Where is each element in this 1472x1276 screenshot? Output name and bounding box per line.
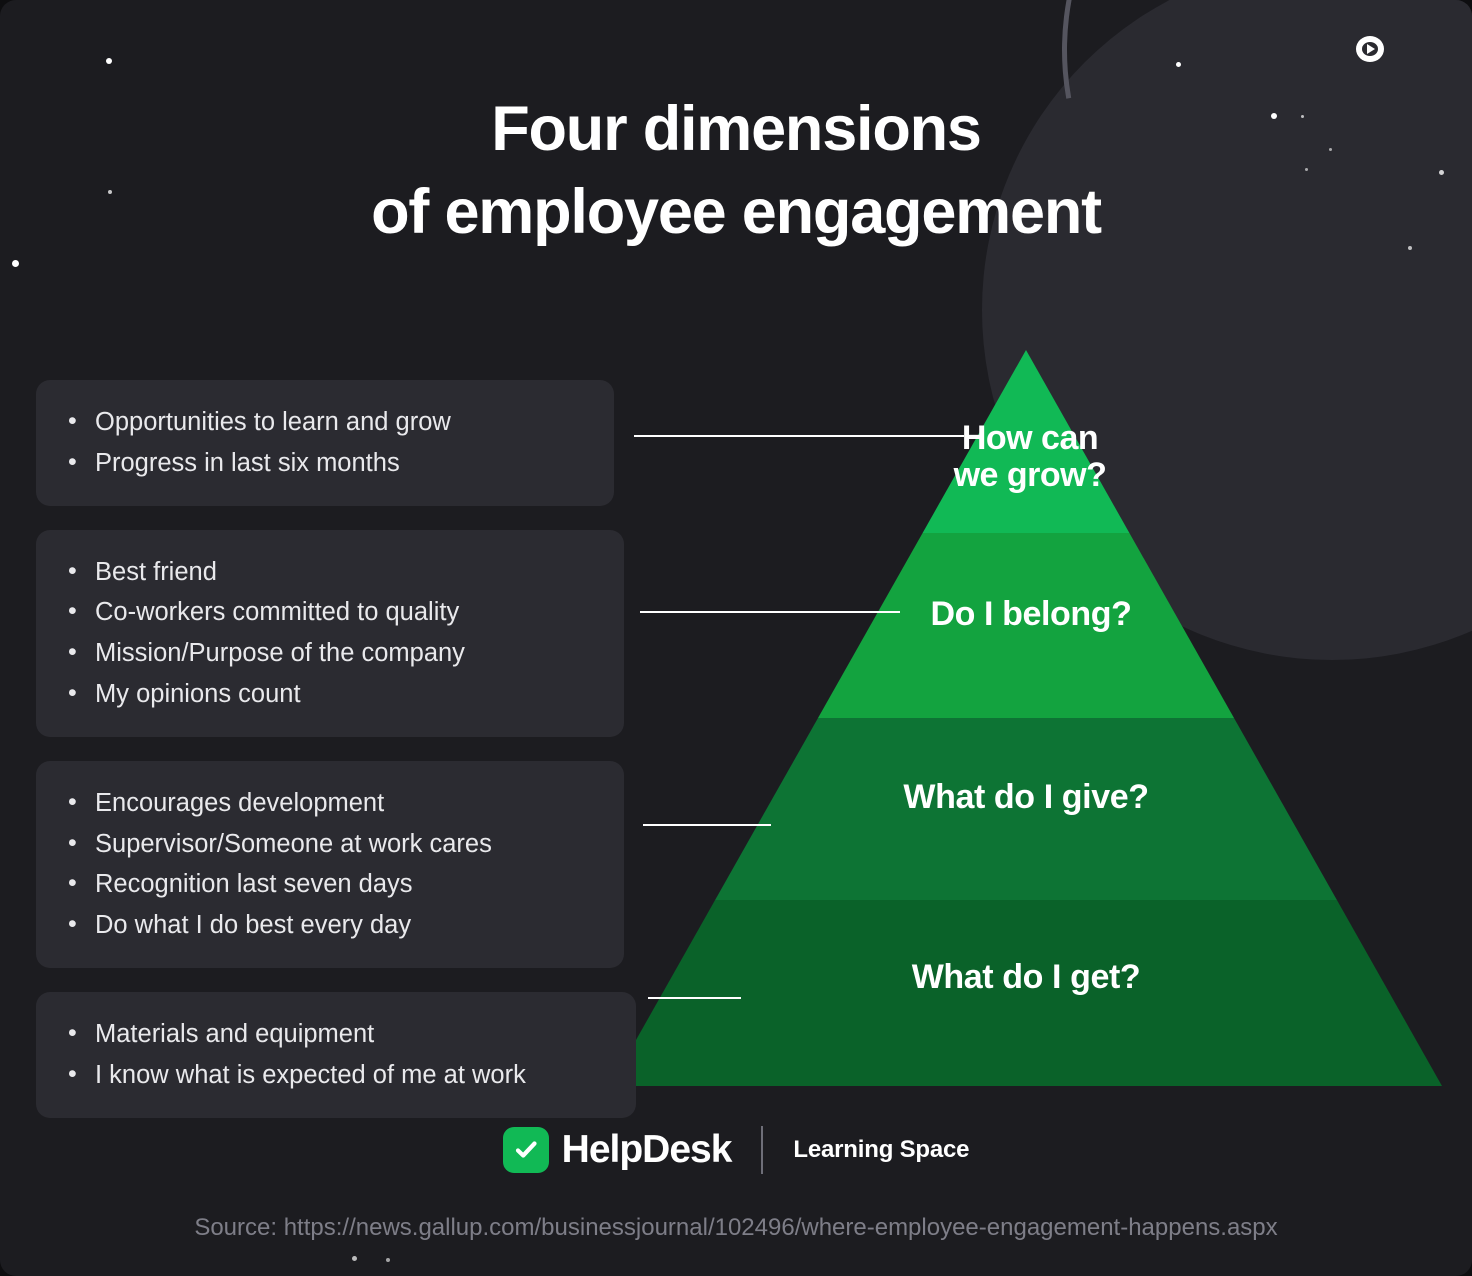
detail-box-grow: Opportunities to learn and grow Progress…: [36, 380, 614, 506]
connector-line-3: [643, 824, 771, 826]
pyramid-tier-4-shape: [610, 900, 1442, 1086]
brand-divider: [761, 1126, 764, 1174]
list-item: I know what is expected of me at work: [66, 1054, 610, 1096]
detail-list: Materials and equipment I know what is e…: [66, 1013, 610, 1096]
brand-subtitle: Learning Space: [793, 1136, 970, 1163]
list-item: Mission/Purpose of the company: [66, 632, 598, 674]
pyramid-tier-3-shape: [715, 718, 1337, 900]
list-item: Recognition last seven days: [66, 863, 598, 905]
helpdesk-logo: HelpDesk: [502, 1127, 733, 1173]
list-item: Best friend: [66, 551, 598, 593]
list-item: My opinions count: [66, 673, 598, 715]
detail-list: Encourages development Supervisor/Someon…: [66, 782, 598, 946]
pyramid-tier-1-shape: [922, 350, 1130, 533]
detail-box-get: Materials and equipment I know what is e…: [36, 991, 636, 1118]
brand-row: HelpDesk Learning Space: [0, 1126, 1472, 1174]
star-dot: [12, 260, 19, 267]
pyramid-svg: [610, 350, 1442, 1086]
title-line-1: Four dimensions: [491, 94, 982, 164]
pyramid-tier-2-shape: [818, 533, 1234, 718]
source-attribution: Source: https://news.gallup.com/business…: [194, 1214, 1278, 1241]
star-dot: [1176, 62, 1181, 67]
detail-list: Best friend Co-workers committed to qual…: [66, 551, 598, 715]
title-line-2: of employee engagement: [371, 177, 1102, 248]
star-dot: [106, 58, 112, 64]
brand-name: HelpDesk: [561, 1128, 733, 1171]
page-title: Four dimensions of employee engagement: [0, 88, 1472, 254]
detail-box-give: Encourages development Supervisor/Someon…: [36, 760, 624, 968]
list-item: Do what I do best every day: [66, 904, 598, 946]
dimension-detail-boxes: Opportunities to learn and grow Progress…: [36, 380, 636, 1142]
list-item: Opportunities to learn and grow: [66, 401, 588, 443]
star-dot: [352, 1256, 357, 1261]
list-item: Co-workers committed to quality: [66, 591, 598, 633]
connector-line-4: [648, 997, 741, 999]
detail-box-belong: Best friend Co-workers committed to qual…: [36, 529, 624, 737]
list-item: Progress in last six months: [66, 442, 588, 484]
list-item: Materials and equipment: [66, 1013, 610, 1055]
star-dot: [386, 1258, 390, 1262]
detail-list: Opportunities to learn and grow Progress…: [66, 401, 588, 484]
check-square-icon: [502, 1127, 549, 1173]
connector-line-1: [634, 435, 964, 437]
connector-line-2: [640, 611, 900, 613]
play-button-icon: [1356, 36, 1384, 62]
list-item: Supervisor/Someone at work cares: [66, 823, 598, 865]
engagement-pyramid: How can we grow? Do I belong? What do I …: [610, 350, 1442, 1086]
list-item: Encourages development: [66, 782, 598, 824]
